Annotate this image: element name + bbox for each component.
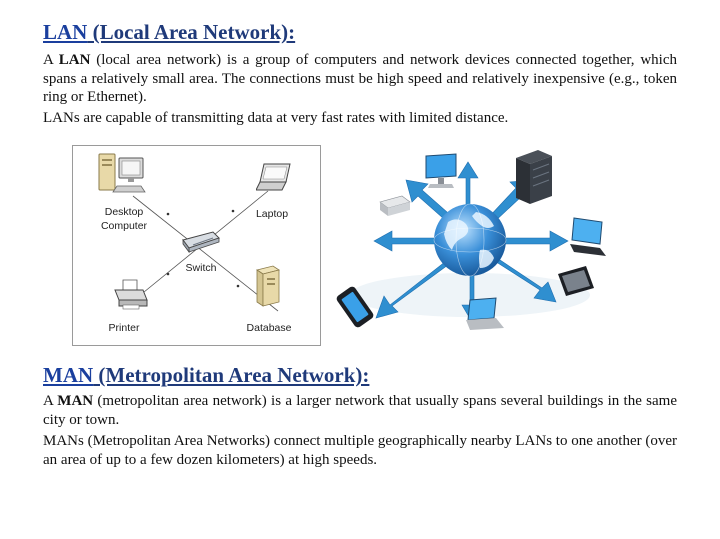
network-illustration: [336, 150, 606, 330]
lan-heading-rest: (Local Area Network):: [87, 20, 296, 44]
server-rack-icon: [516, 150, 552, 204]
man-p1-text: (metropolitan area network) is a larger …: [43, 393, 677, 428]
switch-icon: [182, 231, 220, 254]
laptop-icon: [256, 163, 291, 191]
lan-heading: LAN (Local Area Network):: [43, 20, 295, 44]
man-connection-paragraph: MANs (Metropolitan Area Networks) connec…: [43, 433, 677, 468]
lan-p1-text: (local area network) is a group of compu…: [43, 52, 677, 105]
lan-p1-bold-term: LAN: [58, 52, 91, 68]
lan-speed-paragraph: LANs are capable of transmitting data at…: [43, 110, 509, 126]
smartphone-icon: [336, 286, 374, 328]
man-p1-bold-term: MAN: [57, 393, 94, 409]
lan-definition-paragraph: A LAN (local area network) is a group of…: [43, 51, 677, 107]
router-icon: [379, 195, 411, 216]
database-label: Database: [246, 322, 292, 334]
man-definition-paragraph: A MAN (metropolitan area network) is a l…: [43, 392, 677, 429]
lan-p1-prefix: A: [43, 52, 59, 68]
laptop-label: Laptop: [255, 208, 289, 220]
desktop-label-line2: Computer: [100, 220, 148, 232]
database-server-icon: [256, 265, 280, 307]
switch-label: Switch: [185, 262, 217, 274]
lan-diagram: Desktop Computer Laptop Switch Printer: [72, 145, 321, 346]
monitor-icon: [570, 217, 606, 256]
desktop-computer-icon: [98, 153, 146, 193]
monitor-icon: [425, 153, 457, 188]
man-heading-rest: (Metropolitan Area Network):: [93, 363, 370, 387]
printer-label: Printer: [108, 322, 140, 334]
desktop-label-line1: Desktop: [104, 206, 144, 218]
man-heading-abbr: MAN: [43, 363, 94, 387]
lan-heading-abbr: LAN: [43, 20, 88, 44]
tablet-icon: [558, 266, 594, 296]
man-p1-prefix: A: [43, 393, 58, 409]
printer-icon: [114, 279, 148, 310]
globe-icon: [433, 203, 507, 277]
laptop-icon: [466, 297, 504, 330]
man-heading: MAN (Metropolitan Area Network):: [43, 363, 369, 387]
